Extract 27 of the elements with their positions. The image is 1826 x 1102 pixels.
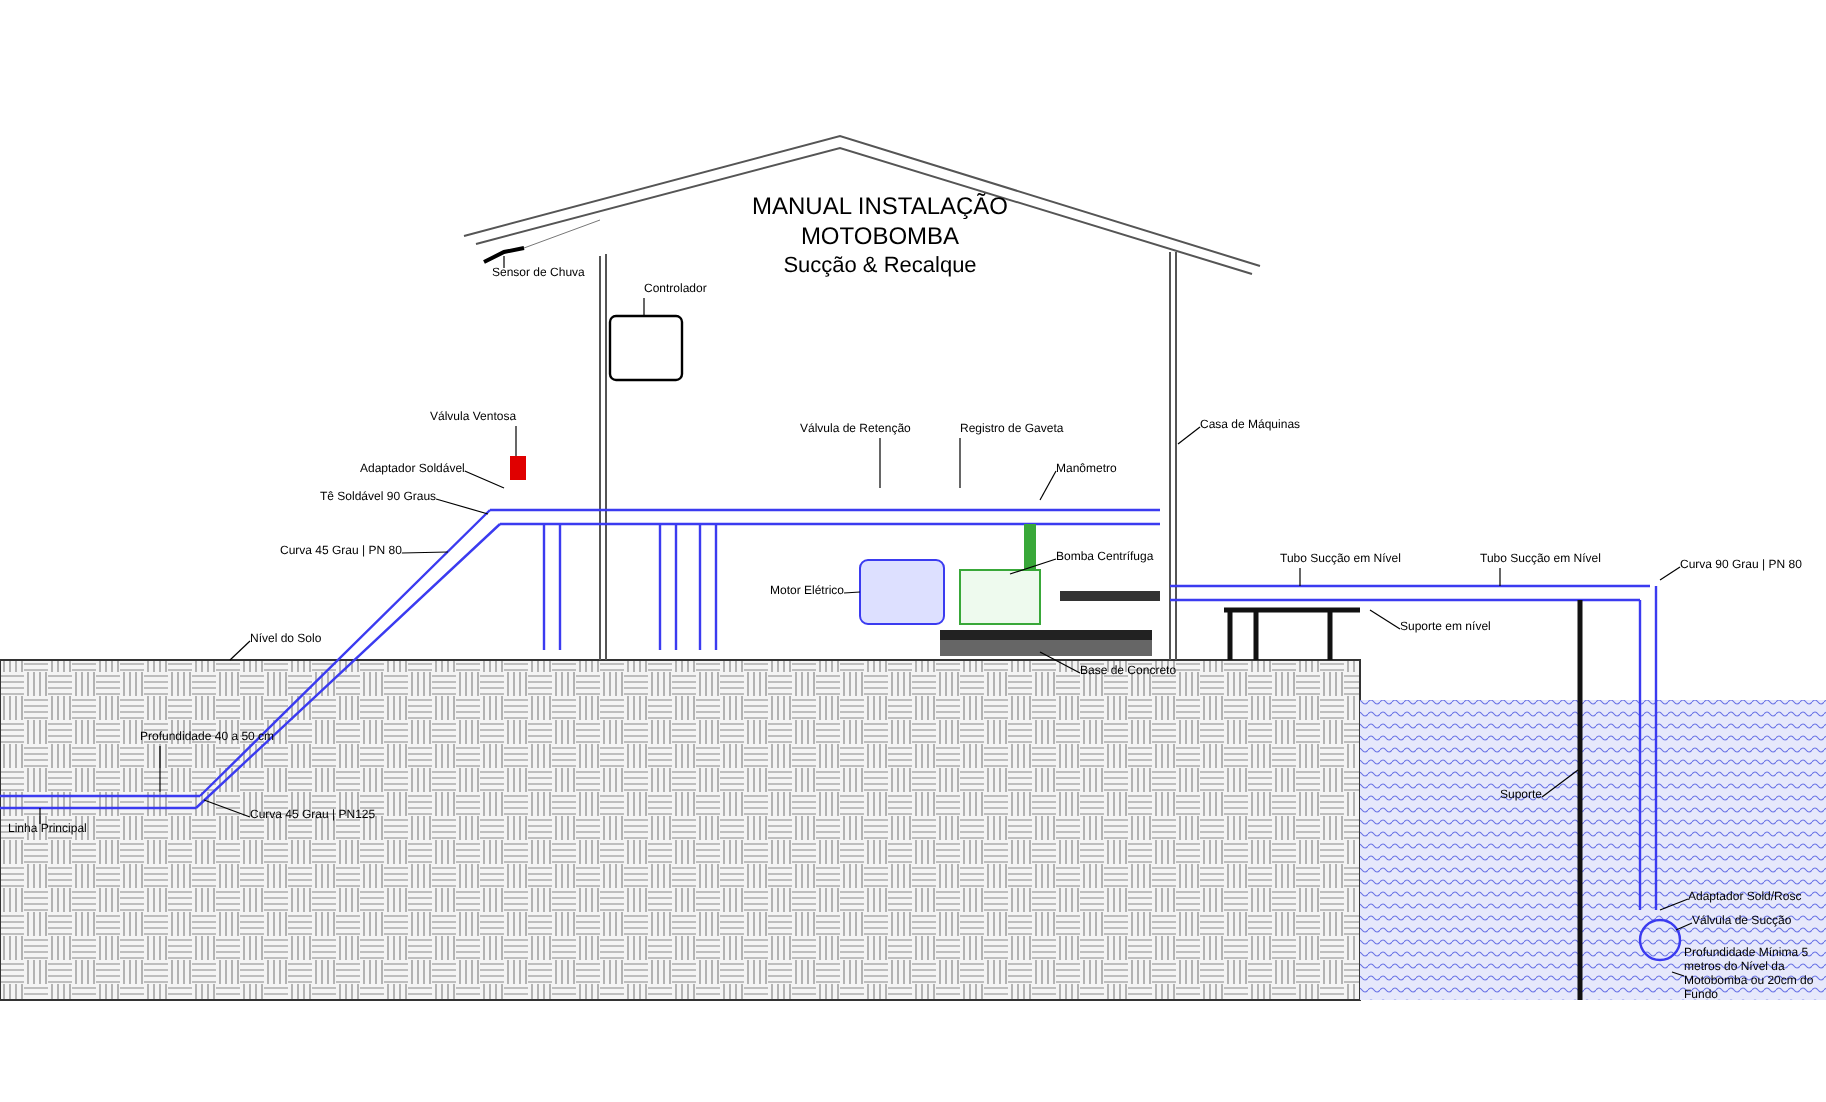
- leader-line: [515, 425, 517, 457]
- leader-line: [1671, 971, 1685, 977]
- subtitle: Sucção & Recalque: [781, 254, 979, 280]
- leader-line: [435, 498, 489, 515]
- leader-line: [401, 551, 449, 554]
- leader-line: [1177, 426, 1201, 445]
- leader-line: [203, 799, 251, 818]
- leader-line: [503, 255, 505, 269]
- leader-line: [959, 437, 961, 489]
- title: MANUAL INSTALAÇÃO MOTOBOMBA: [749, 192, 1011, 252]
- leader-line: [1499, 567, 1501, 587]
- leader-line: [1039, 651, 1081, 674]
- leader-line: [39, 807, 41, 825]
- leader-line: [843, 591, 861, 594]
- leader-line: [1039, 470, 1057, 501]
- leader-line: [1009, 558, 1057, 575]
- leader-line: [1659, 898, 1689, 911]
- leader-line: [1299, 567, 1301, 587]
- leader-line: [1675, 922, 1693, 931]
- leader-line: [1541, 769, 1579, 798]
- leader-line: [159, 745, 161, 793]
- leader-line: [1659, 566, 1681, 581]
- leader-line: [229, 640, 251, 661]
- leader-line: [643, 297, 645, 317]
- leader-line: [879, 437, 881, 489]
- leader-line: [464, 470, 505, 489]
- leader-line: [1369, 609, 1401, 630]
